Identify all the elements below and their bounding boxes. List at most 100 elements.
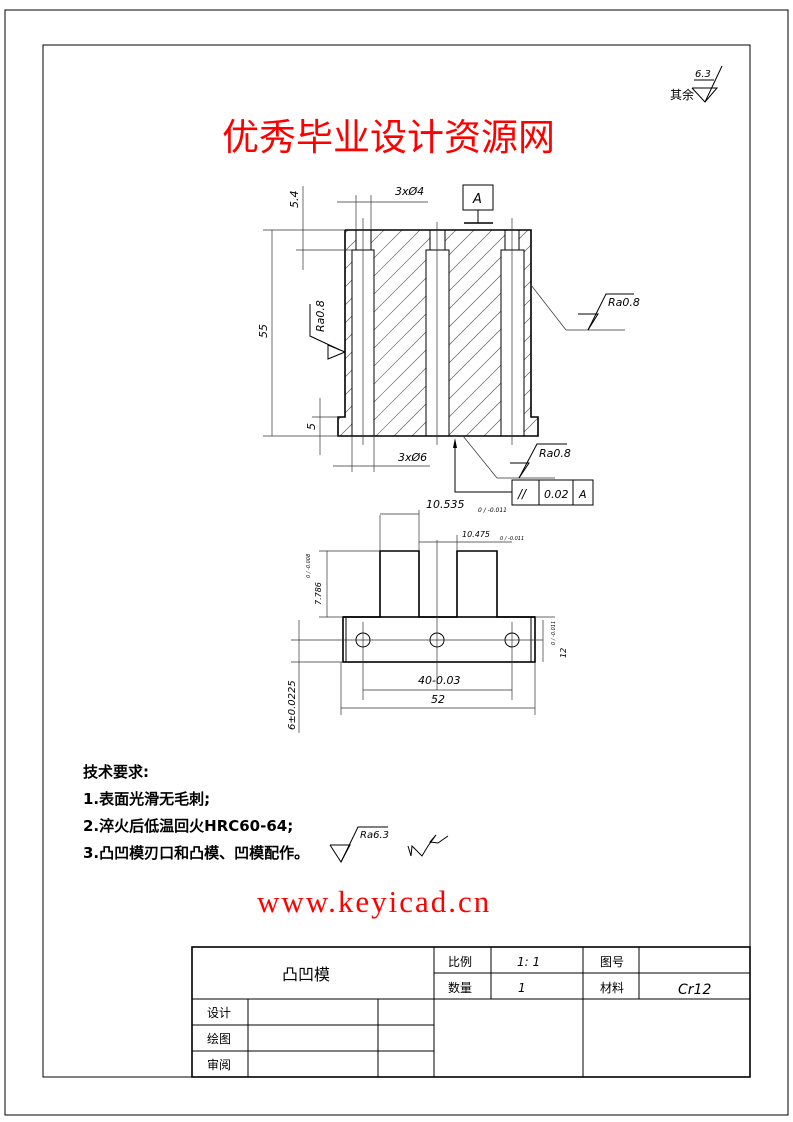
material-value: Cr12 (678, 982, 711, 998)
hatch-line (500, 234, 506, 240)
part-name: 凸凹模 (282, 965, 330, 984)
dim-small-holes: 3xØ4 (337, 185, 428, 230)
dim-text: 52 (431, 693, 445, 706)
drafter-label: 绘图 (207, 1031, 231, 1046)
hatch-line (373, 367, 427, 421)
hatch-line (523, 316, 532, 325)
dim-tolerance: 0 / -0.011 (551, 621, 557, 645)
hatch-line (344, 369, 353, 378)
requirement-item: 1.表面光滑无毛刺; (83, 790, 210, 808)
hatch-line (448, 382, 502, 436)
hatch-line (518, 233, 525, 240)
dim-height: 55 (257, 229, 345, 437)
scale-value: 1: 1 (517, 955, 540, 969)
dim-tolerance: 0 / -0.011 (478, 507, 507, 514)
dim-total-width: 52 (340, 662, 536, 715)
hatch-line (339, 430, 346, 437)
hatch-line (448, 229, 475, 256)
watermark-title: 优秀毕业设计资源网 (222, 116, 555, 159)
hatch-line (344, 387, 353, 396)
dim-large-holes: 3xØ6 (333, 436, 430, 472)
hole-right (500, 230, 525, 437)
hatch-line (444, 236, 450, 242)
datum-a: A (462, 184, 494, 224)
roughness-bracket-symbol (407, 834, 449, 857)
hatch-line (373, 241, 427, 295)
dim-text: 5.4 (288, 191, 301, 209)
hatch-line (448, 364, 502, 418)
dim-slot-width: 10.475 0 / -0.011 (419, 530, 524, 551)
dim-base-height: 12 0 / -0.011 (535, 616, 568, 662)
general-roughness-value: 6.3 (695, 69, 711, 80)
dim-text: 6±0.0225 (287, 680, 298, 730)
hatch-line (483, 418, 502, 437)
hatch-line (373, 259, 427, 313)
roughness-text: Ra0.8 (539, 447, 571, 460)
hatch-line (448, 310, 502, 364)
roughness-bottom: Ra0.8 (462, 435, 571, 479)
hatch-line (448, 229, 457, 238)
tolerance-value: 0.02 (544, 488, 569, 501)
hatch-line (448, 256, 502, 310)
dim-text: 10.475 (462, 530, 490, 539)
scale-label: 比例 (448, 955, 472, 969)
roughness-right: Ra0.8 (530, 284, 640, 331)
roughness-text: Ra0.8 (314, 300, 327, 332)
hatch-line (344, 333, 353, 342)
hatch-line (448, 274, 502, 328)
hatch-line (373, 349, 427, 403)
hatch-line (523, 388, 532, 397)
drawing-no-label: 图号 (600, 955, 624, 969)
tolerance-datum: A (578, 488, 587, 501)
requirements-title: 技术要求: (83, 763, 149, 781)
hatch-line (465, 400, 502, 437)
hatch-line (373, 229, 403, 259)
dim-text: 5 (305, 423, 318, 430)
datum-letter: A (472, 192, 482, 207)
hatch-line (448, 229, 493, 274)
hatch-line (448, 346, 502, 400)
roughness-left: Ra0.8 (309, 300, 346, 360)
hatch-line (425, 237, 431, 243)
hatch-line (523, 424, 532, 433)
outer-border (4, 9, 789, 1116)
front-view: 3xØ4 3xØ6 55 5.4 5 A (257, 184, 640, 506)
dim-text: 3xØ6 (398, 451, 427, 464)
parallelism-tolerance-frame: // 0.02 A (453, 438, 594, 506)
dim-text: 3xØ4 (395, 185, 424, 198)
roughness-symbol: Ra6.3 (329, 826, 389, 863)
hatch-line (373, 331, 427, 385)
hatch-line (448, 238, 502, 292)
watermark-url: www.keyicad.cn (257, 884, 491, 919)
hatch-line (411, 421, 427, 437)
hatch-line (344, 315, 353, 324)
title-block: 凸凹模 比例 1: 1 图号 数量 1 材料 Cr12 设计 绘图 审阅 (191, 946, 751, 1078)
parallelism-symbol: // (517, 487, 528, 501)
dim-hole-pitch: 40-0.03 (363, 674, 512, 691)
general-roughness-label: 其余 (670, 87, 694, 102)
bottom-view: 10.535 0 / -0.011 10.475 0 / -0.011 7.78… (287, 498, 568, 733)
designer-label: 设计 (207, 1006, 231, 1020)
drawing-frame (42, 44, 751, 1078)
hatch-line (373, 277, 427, 331)
hatch-line (523, 244, 532, 253)
hatch-line (523, 406, 532, 415)
hatch-line (373, 229, 385, 241)
roughness-text: Ra0.8 (608, 296, 640, 309)
hatch-line (373, 229, 421, 277)
profile-outline (343, 550, 535, 618)
hatch-line (344, 423, 353, 432)
dim-tolerance: 0 / -0.008 (306, 554, 312, 578)
material-label: 材料 (600, 981, 624, 995)
hatch-line (523, 280, 532, 289)
roughness-text: Ra6.3 (360, 830, 389, 841)
hatch-line (373, 295, 427, 349)
hatch-line (344, 261, 353, 270)
dim-text: 55 (257, 324, 270, 338)
dim-text: 10.535 (426, 498, 465, 511)
dim-tolerance: 0 / -0.011 (500, 536, 524, 542)
hole-center (425, 230, 450, 437)
dim-offset: 6±0.0225 (287, 620, 300, 733)
technical-requirements: 技术要求: 1.表面光滑无毛刺; 2.淬火后低温回火HRC60-64; 3.凸凹… (83, 763, 449, 863)
